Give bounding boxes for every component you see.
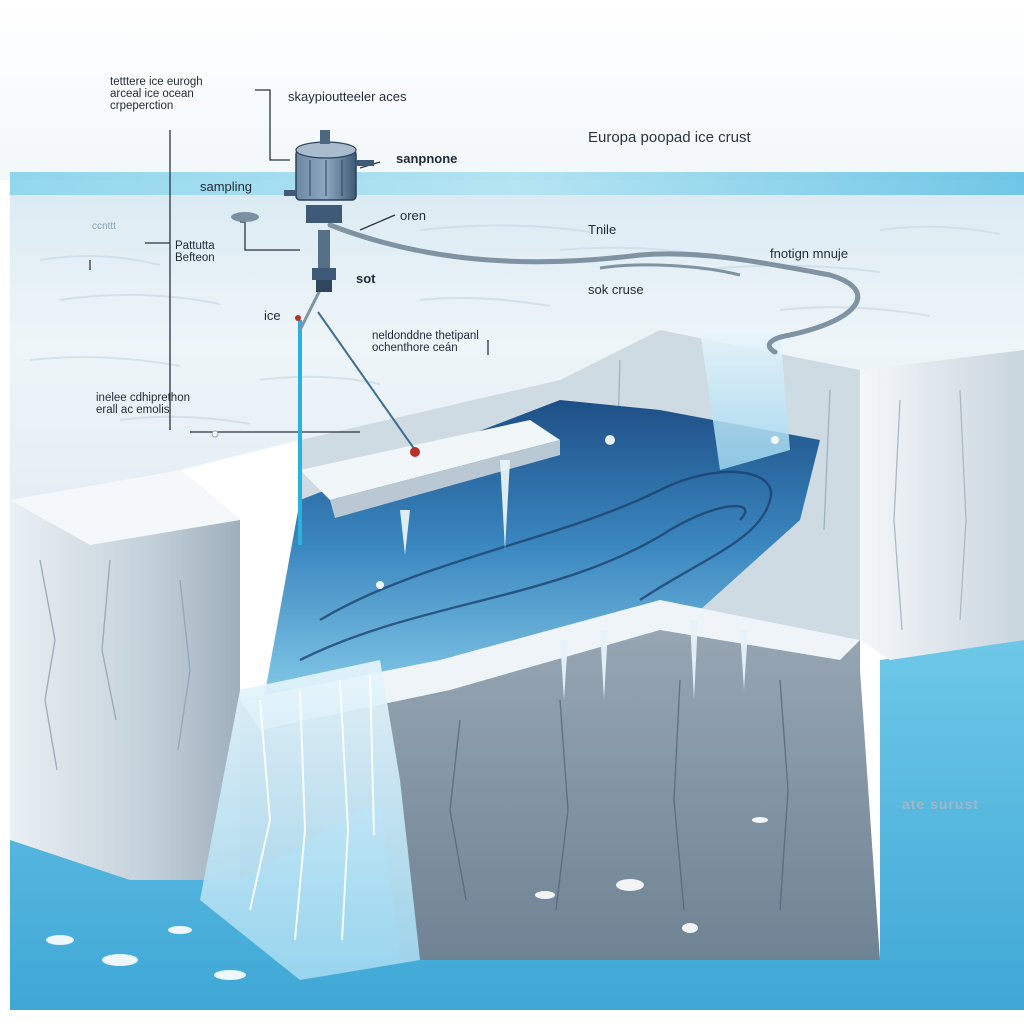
probe-top-label: skaypioutteeler aces — [288, 89, 407, 104]
probe-side-label: sanpnone — [396, 151, 458, 166]
crust-label: sok cruse — [588, 282, 644, 297]
diagram-title: Europa poopad ice crust — [588, 129, 751, 146]
tube-path — [327, 222, 861, 355]
tiny-tag: ccnttt — [92, 221, 116, 232]
middle-note: neldonddne thetipanl ochenthore ceán — [372, 330, 479, 355]
probe-icon — [284, 130, 374, 331]
station-note: Pattutta Befteon — [175, 240, 215, 265]
right-note-label: fnotign mnuje — [770, 246, 849, 261]
open-label: oren — [400, 208, 427, 223]
mile-label: Tnile — [588, 222, 617, 237]
marker-dot-icon — [410, 447, 420, 457]
top-left-note: tetttere ice eurogh arceal ice ocean crp… — [110, 76, 203, 113]
sampling-label: sampling — [200, 179, 253, 194]
soil-label: sot — [356, 271, 376, 286]
lower-left-note: inelee cdhiprethon erall ac emolis — [96, 392, 190, 417]
ice-label: ice — [264, 308, 281, 323]
watermark-label: ate surust — [902, 796, 979, 812]
